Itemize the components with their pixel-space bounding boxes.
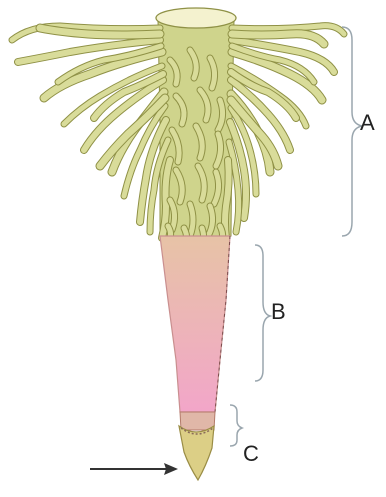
root-top-cross-section [156,8,236,28]
arrow-pointer-icon [90,463,178,475]
label-c: C [243,441,259,466]
bracket-c [230,405,242,446]
elongation-zone-body [160,236,230,412]
bracket-a [342,27,362,236]
root-hair [100,98,165,166]
meristem-band [180,412,215,430]
label-b: B [271,299,286,324]
bracket-b [255,245,270,381]
root-hair-zone [12,20,344,246]
label-a: A [360,110,375,135]
